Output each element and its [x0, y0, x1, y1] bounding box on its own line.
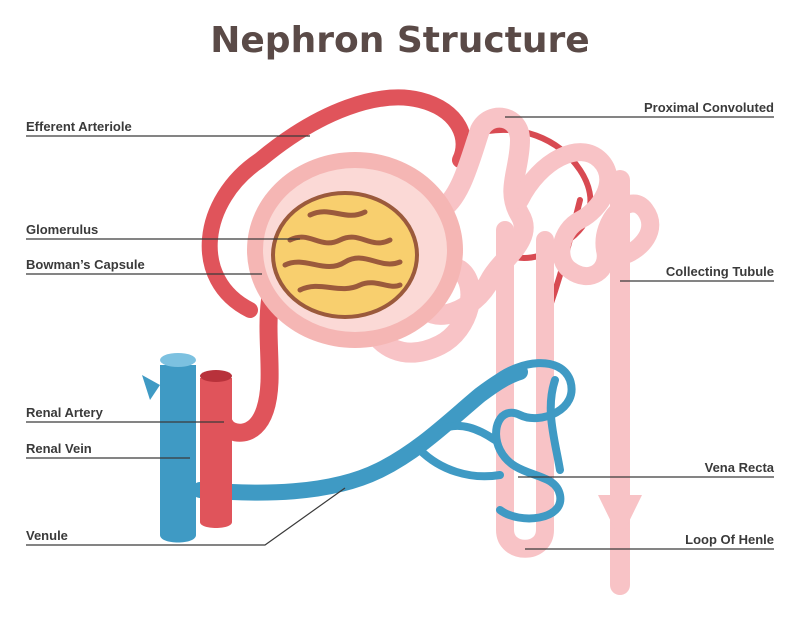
label-proximal-convoluted: Proximal Convoluted — [643, 100, 774, 115]
venule-vessel — [192, 364, 528, 501]
loop-of-henle-tubule — [496, 221, 554, 558]
label-collecting-tubule: Collecting Tubule — [665, 264, 774, 279]
label-loop-of-henle: Loop Of Henle — [685, 532, 774, 547]
renal-vein-top — [160, 353, 196, 367]
efferent-arteriole-vessel — [201, 89, 472, 318]
leader-venule — [26, 487, 346, 546]
renal-vein-tube — [160, 365, 196, 543]
label-glomerulus: Glomerulus — [26, 222, 99, 237]
label-efferent-arteriole: Efferent Arteriole — [26, 119, 132, 134]
venule-branches — [416, 421, 504, 481]
collecting-tubule-arrow — [598, 495, 642, 540]
glomerulus-shape — [271, 191, 419, 319]
diagram-title: Nephron Structure — [210, 20, 590, 61]
label-renal-artery: Renal Artery — [26, 405, 103, 420]
label-renal-vein: Renal Vein — [26, 441, 92, 456]
renal-artery-top — [200, 370, 232, 382]
renal-vein-branch — [142, 375, 160, 400]
vena-recta-network — [491, 359, 576, 523]
renal-artery-tube — [200, 378, 232, 528]
label-bowmans-capsule: Bowman’s Capsule — [26, 257, 145, 272]
afferent-arteriole-vessel — [216, 291, 279, 442]
label-venule: Venule — [26, 528, 68, 543]
distal-convoluted-tubule — [511, 143, 660, 285]
leader-lines — [26, 116, 774, 550]
label-vena-recta: Vena Recta — [704, 460, 774, 475]
proximal-convoluted-tubule — [370, 107, 534, 363]
glomerulus-texture — [282, 209, 403, 293]
